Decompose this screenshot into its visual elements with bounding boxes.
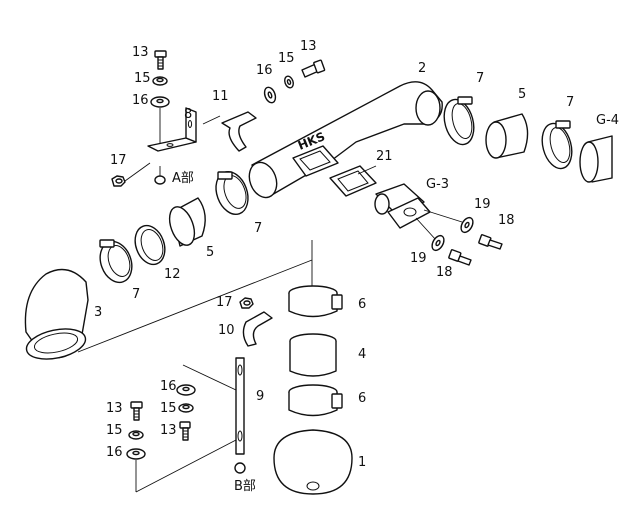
label-part-16: 16 <box>256 63 273 78</box>
clip-11 <box>221 111 257 152</box>
bolt-13-top <box>301 59 326 78</box>
air-filter-1 <box>273 429 353 495</box>
washer-16-b-left <box>126 448 146 460</box>
clamp-7-left-upper <box>215 170 249 216</box>
leader-b-stack <box>135 364 237 493</box>
washer-15-b-upper <box>178 403 194 413</box>
label-part-9: 9 <box>256 389 264 404</box>
bracket-9 <box>235 357 245 455</box>
fitting-g3 <box>374 183 431 229</box>
label-part-7: 7 <box>566 95 574 110</box>
clamp-7-right-2 <box>541 120 573 170</box>
washer-19-left <box>431 234 445 252</box>
clamp-6-lower <box>288 384 343 417</box>
washer-15-top <box>284 75 294 89</box>
label-part-19: 19 <box>410 251 427 266</box>
bolt-18-right <box>478 234 503 250</box>
label-section-b: B部 <box>234 479 256 494</box>
label-part-19: 19 <box>474 197 491 212</box>
label-part-21: 21 <box>376 149 393 164</box>
label-part-16: 16 <box>160 379 177 394</box>
label-part-7: 7 <box>476 71 484 86</box>
clip-10 <box>242 311 273 347</box>
label-part-16: 16 <box>106 445 123 460</box>
label-part-3: 3 <box>94 305 102 320</box>
washer-16-b-upper <box>176 384 196 396</box>
washer-19-right <box>460 216 474 234</box>
ring-12 <box>134 224 166 266</box>
label-part-5: 5 <box>518 87 526 102</box>
leader-g3-19 <box>415 209 463 241</box>
pipe-g4 <box>579 135 613 183</box>
label-part-1: 1 <box>358 455 366 470</box>
label-section-a: A部 <box>172 171 194 186</box>
label-part-12: 12 <box>164 267 181 282</box>
nut-17-upper <box>111 162 151 187</box>
label-part-5: 5 <box>206 245 214 260</box>
label-part-6: 6 <box>358 297 366 312</box>
nut-17-lower <box>239 297 254 309</box>
clamp-7-right-1 <box>443 96 475 146</box>
washer-15-upper <box>152 76 168 86</box>
clamp-6-upper <box>288 285 343 318</box>
label-part-13: 13 <box>106 401 123 416</box>
bolt-18-left <box>448 249 472 266</box>
intake-pipe-2: HKS <box>248 81 443 199</box>
bracket-8 <box>147 107 197 152</box>
washer-15-b-left <box>128 430 144 440</box>
hose-4 <box>289 333 337 377</box>
label-part-18: 18 <box>498 213 515 228</box>
label-part-13: 13 <box>300 39 317 54</box>
label-part-13: 13 <box>160 423 177 438</box>
label-part-8: 8 <box>184 107 192 122</box>
leader-21 <box>357 165 377 175</box>
label-part-11: 11 <box>212 89 229 104</box>
label-part-15: 15 <box>160 401 177 416</box>
elbow-3 <box>24 268 89 360</box>
label-part-7: 7 <box>254 221 262 236</box>
gasket-21 <box>329 165 377 197</box>
label-part-18: 18 <box>436 265 453 280</box>
washer-16-top <box>263 86 277 104</box>
label-section-g3: G-3 <box>426 177 449 192</box>
label-part-4: 4 <box>358 347 366 362</box>
bolt-13-upper <box>154 50 167 70</box>
bolt-13-b-left <box>130 401 143 421</box>
washer-16-upper <box>150 96 170 108</box>
label-part-16: 16 <box>132 93 149 108</box>
hole-marker-a <box>154 175 166 185</box>
label-part-13: 13 <box>132 45 149 60</box>
label-part-15: 15 <box>106 423 123 438</box>
clamp-7-left-lower <box>99 239 133 284</box>
leader-a-stack <box>159 108 221 176</box>
label-part-15: 15 <box>278 51 295 66</box>
label-part-2: 2 <box>418 61 426 76</box>
label-part-17: 17 <box>110 153 127 168</box>
label-part-7: 7 <box>132 287 140 302</box>
hose-5-left <box>168 197 206 247</box>
label-part-10: 10 <box>218 323 235 338</box>
label-part-6: 6 <box>358 391 366 406</box>
label-section-g4: G-4 <box>596 113 619 128</box>
label-part-15: 15 <box>134 71 151 86</box>
hose-5-right <box>485 113 529 159</box>
leader-filter-bracket <box>77 240 313 353</box>
label-part-17: 17 <box>216 295 233 310</box>
hole-marker-b <box>234 462 246 474</box>
bolt-13-b-right <box>179 421 191 441</box>
